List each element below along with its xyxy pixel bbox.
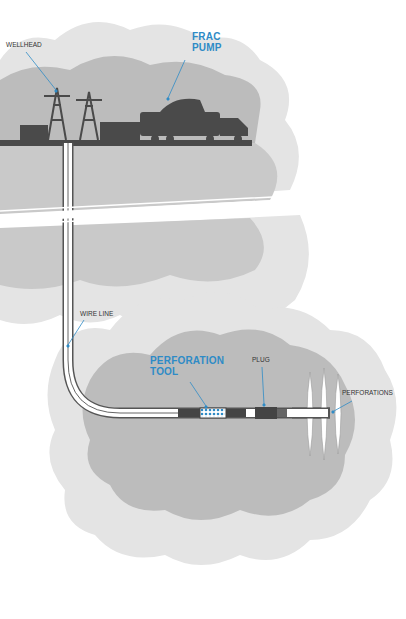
wheel <box>206 135 214 143</box>
part-label: PERFORATION TOOL <box>150 356 245 377</box>
wellbore-casing <box>68 143 330 413</box>
depth-break-line <box>0 195 310 225</box>
formation-light <box>48 292 397 565</box>
leader-line <box>68 320 84 345</box>
casing-end <box>292 408 330 419</box>
leader-line <box>26 52 56 90</box>
truck-body <box>140 112 220 136</box>
truck-cab <box>220 118 248 136</box>
leader-line <box>190 382 206 406</box>
pump-tank <box>160 99 205 112</box>
part-label: FRAC PUMP <box>192 32 232 53</box>
formation-dark <box>83 329 356 520</box>
wheel <box>166 135 174 143</box>
rock-layer-mid <box>0 218 264 289</box>
leader-dot <box>55 90 57 92</box>
equipment-unit <box>20 125 48 140</box>
leader-dot <box>263 404 265 406</box>
depth-break <box>0 198 310 222</box>
leader-dot <box>167 98 169 100</box>
perforation-tool <box>200 408 226 418</box>
wire-line <box>68 143 200 413</box>
tool-body <box>226 409 246 417</box>
plug <box>255 407 277 419</box>
leader-lines <box>26 52 352 413</box>
part-label: PERFORATIONS <box>342 390 402 397</box>
derrick <box>76 92 102 140</box>
leader-dot <box>332 411 334 413</box>
tool-body <box>178 409 200 417</box>
leader-dot <box>67 345 69 347</box>
ground-surface <box>0 140 252 146</box>
derricks <box>44 88 102 140</box>
part-label: WELLHEAD <box>6 42 66 49</box>
wellbore-interior <box>68 143 328 413</box>
perforation <box>335 374 341 454</box>
part-label: WIRE LINE <box>80 311 140 318</box>
casing-end-interior <box>292 409 328 417</box>
wheel <box>151 135 159 143</box>
part-label: PLUG <box>252 357 292 364</box>
wheel <box>234 135 242 143</box>
leader-line <box>168 60 185 98</box>
perforation-charges <box>201 409 225 417</box>
plug-end <box>277 409 287 417</box>
equipment-unit <box>100 122 140 140</box>
leader-line <box>334 401 352 411</box>
leader-dot <box>205 406 207 408</box>
leader-line <box>262 367 264 404</box>
frac-pump-truck <box>140 99 248 143</box>
